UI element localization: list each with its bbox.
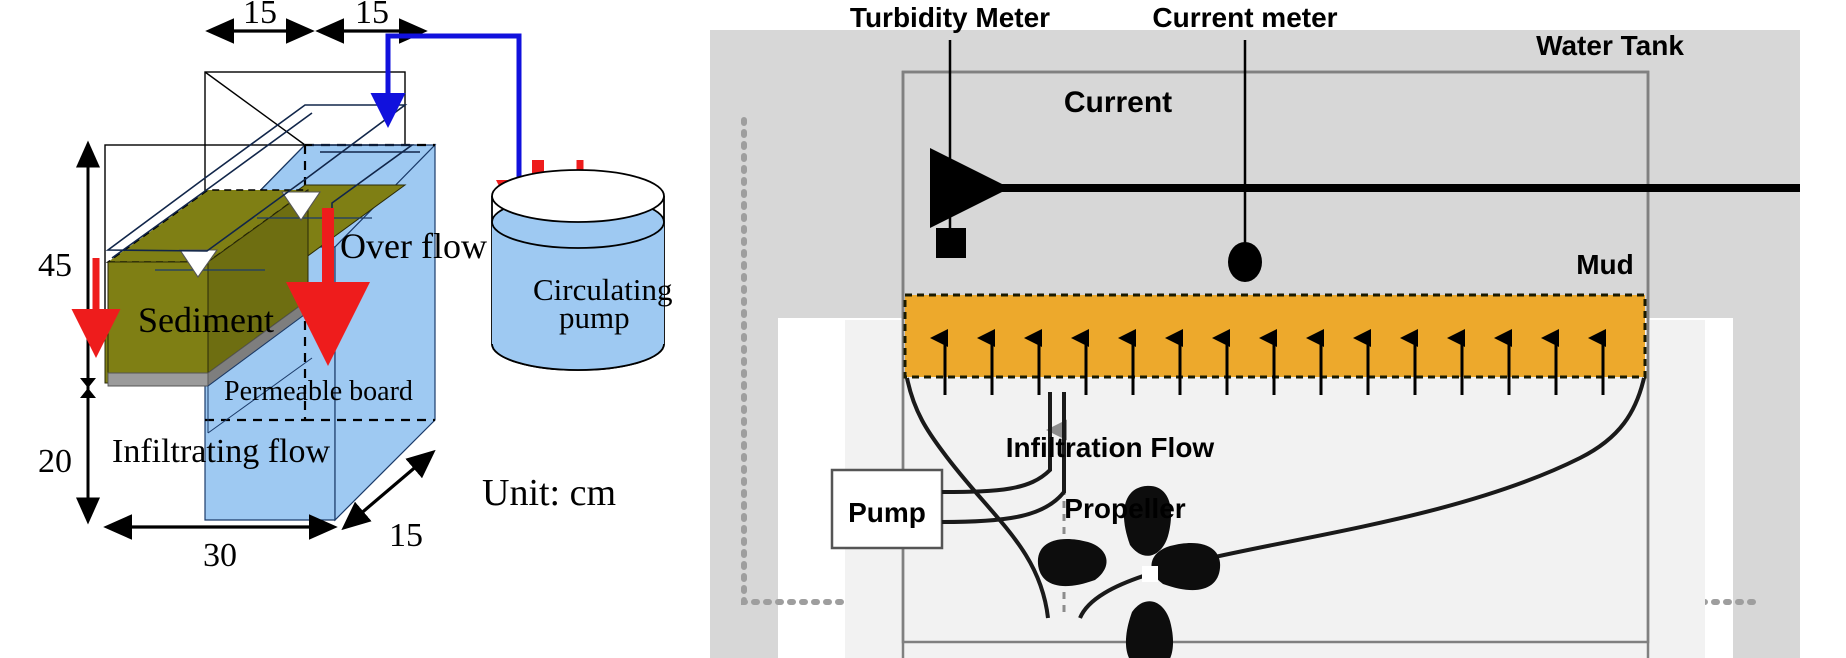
left-vertical-dimension: 45 20 (38, 140, 100, 525)
current-meter-sensor-icon (1228, 242, 1262, 282)
turbidity-meter-sensor-icon (936, 228, 966, 258)
turbidity-meter-label: Turbidity Meter (850, 2, 1050, 33)
water-body (203, 143, 437, 522)
circulating-pump-reservoir (491, 169, 665, 371)
permeable-board-label: Permeable board (224, 376, 413, 407)
pump-label: Pump (848, 497, 926, 528)
infiltration-flow-label: Infiltration Flow (1006, 432, 1215, 463)
left-diagram-panel: 15 15 (0, 0, 700, 658)
circulating-pump-label-line2: pump (559, 300, 630, 335)
pump-box (830, 468, 944, 550)
water-surface-markers (155, 191, 372, 278)
over-flow-label: Over flow (340, 226, 487, 266)
dim-top-right-label: 15 (355, 0, 389, 31)
sediment-label: Sediment (138, 300, 274, 340)
top-dimension-group: 15 15 (205, 0, 428, 44)
left-diagram-svg: 15 15 (38, 0, 672, 574)
pump-hoses (941, 392, 1066, 524)
current-label: Current (1064, 86, 1172, 119)
mud-label: Mud (1576, 249, 1634, 280)
unit-note-label: Unit: cm (482, 472, 616, 514)
water-tank-label: Water Tank (1536, 30, 1684, 61)
dim-30-label: 30 (203, 537, 237, 574)
sediment-layer (103, 184, 407, 434)
infiltration-flow-curves (905, 377, 1646, 619)
bottom-dimension-group: 30 15 (103, 449, 436, 574)
right-diagram-panel: Turbidity Meter Current meter Water Tank… (700, 0, 1846, 658)
current-meter-label: Current meter (1152, 2, 1337, 33)
infiltration-arrows (930, 329, 1606, 395)
dim-45-label: 45 (38, 247, 72, 284)
propeller-icon (1037, 485, 1221, 658)
right-diagram-svg: Turbidity Meter Current meter Water Tank… (710, 2, 1800, 658)
circulating-pump-label-line1: Circulating (533, 272, 672, 307)
propeller-label: Propeller (1064, 493, 1185, 524)
dim-top-left-label: 15 (243, 0, 277, 31)
dim-20-label: 20 (38, 443, 72, 480)
dim-depth-15-label: 15 (389, 517, 423, 554)
infiltrating-flow-label: Infiltrating flow (112, 433, 331, 470)
